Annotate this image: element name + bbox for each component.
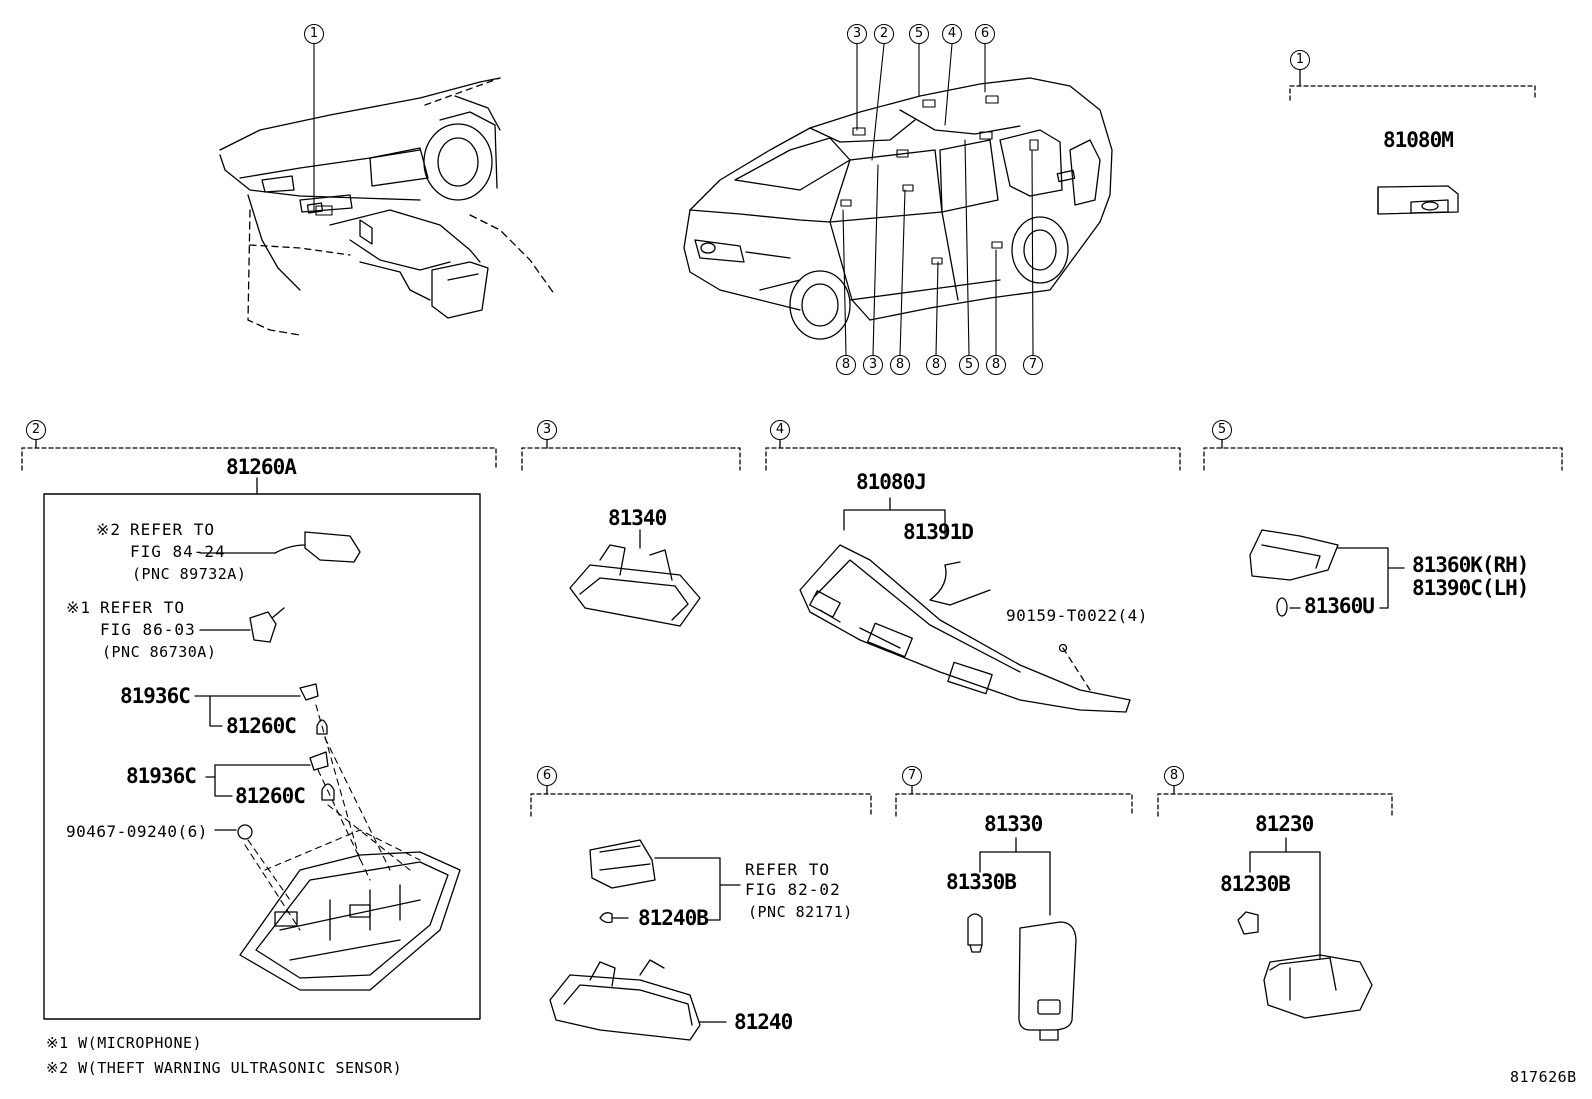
vehicle-leader-lines <box>313 43 1034 356</box>
callout-bottom-2: 3 <box>863 355 883 375</box>
part-81340: 81340 <box>608 506 667 530</box>
ref-mark-1: ※1 <box>66 598 92 617</box>
section-1-linework <box>1289 69 1536 215</box>
callout-top-5: 6 <box>975 24 995 44</box>
part-81260C-a: 81260C <box>226 714 297 738</box>
part-81360K-RH: 81360K(RH) <box>1412 553 1529 577</box>
footnote-1: ※1 W(MICROPHONE) <box>46 1034 203 1052</box>
section-5-number: 5 <box>1212 420 1232 440</box>
footnote-2: ※2 W(THEFT WARNING ULTRASONIC SENSOR) <box>46 1059 403 1077</box>
ref-2-line2: FIG 84-24 <box>130 542 226 561</box>
ref-1-line3: (PNC 86730A) <box>102 643 217 661</box>
ref-6-line2: FIG 82-02 <box>745 880 841 899</box>
part-81230B: 81230B <box>1220 872 1291 896</box>
callout-bottom-5: 5 <box>959 355 979 375</box>
section-2-linework <box>21 429 497 1020</box>
callout-dash: 1 <box>304 24 324 44</box>
callout-top-1: 3 <box>847 24 867 44</box>
dashboard-illustration <box>219 77 556 336</box>
callout-bottom-6: 8 <box>986 355 1006 375</box>
callout-bottom-3: 8 <box>890 355 910 375</box>
section-8-linework <box>1157 775 1393 1019</box>
ref-mark-2: ※2 <box>96 520 122 539</box>
callout-bottom-1: 8 <box>836 355 856 375</box>
section-1-number: 1 <box>1290 50 1310 70</box>
part-90467-09240: 90467-09240(6) <box>66 822 208 841</box>
ref-1-line1: REFER TO <box>100 598 186 617</box>
section-6-linework <box>530 775 872 1041</box>
part-81260C-b: 81260C <box>235 784 306 808</box>
callout-top-4: 4 <box>942 24 962 44</box>
part-81240: 81240 <box>734 1010 793 1034</box>
assembly-81330: 81330 <box>984 812 1043 836</box>
callout-top-3: 5 <box>909 24 929 44</box>
part-81360U: 81360U <box>1304 594 1375 618</box>
figure-id: 817626B <box>1510 1068 1577 1086</box>
callout-bottom-7: 7 <box>1023 355 1043 375</box>
part-81391D: 81391D <box>903 520 974 544</box>
section-7-linework <box>895 775 1133 1041</box>
assembly-81230: 81230 <box>1255 812 1314 836</box>
part-81936C-b: 81936C <box>126 764 197 788</box>
ref-2-line3: (PNC 89732A) <box>132 565 247 583</box>
part-81330B: 81330B <box>946 870 1017 894</box>
ref-2-line1: REFER TO <box>130 520 216 539</box>
section-3-number: 3 <box>537 420 557 440</box>
callout-top-2: 2 <box>874 24 894 44</box>
section-4-linework <box>765 429 1181 713</box>
vehicle-lamp-markers <box>315 95 1039 265</box>
part-81390C-LH: 81390C(LH) <box>1412 576 1529 600</box>
section-6-number: 6 <box>537 766 557 786</box>
ref-1-line2: FIG 86-03 <box>100 620 196 639</box>
section-5-linework <box>1203 429 1563 617</box>
vehicle-illustration <box>683 77 1113 340</box>
section-7-number: 7 <box>902 766 922 786</box>
assembly-81260A: 81260A <box>226 455 297 479</box>
callout-bottom-4: 8 <box>926 355 946 375</box>
ref-6-line3: (PNC 82171) <box>748 903 853 921</box>
section-8-number: 8 <box>1164 766 1184 786</box>
section-4-number: 4 <box>770 420 790 440</box>
ref-6-line1: REFER TO <box>745 860 831 879</box>
part-81240B: 81240B <box>638 906 709 930</box>
part-81936C-a: 81936C <box>120 684 191 708</box>
assembly-81080J: 81080J <box>856 470 927 494</box>
part-90159-T0022: 90159-T0022(4) <box>1006 606 1148 625</box>
part-81080M: 81080M <box>1383 128 1454 152</box>
section-2-number: 2 <box>26 420 46 440</box>
